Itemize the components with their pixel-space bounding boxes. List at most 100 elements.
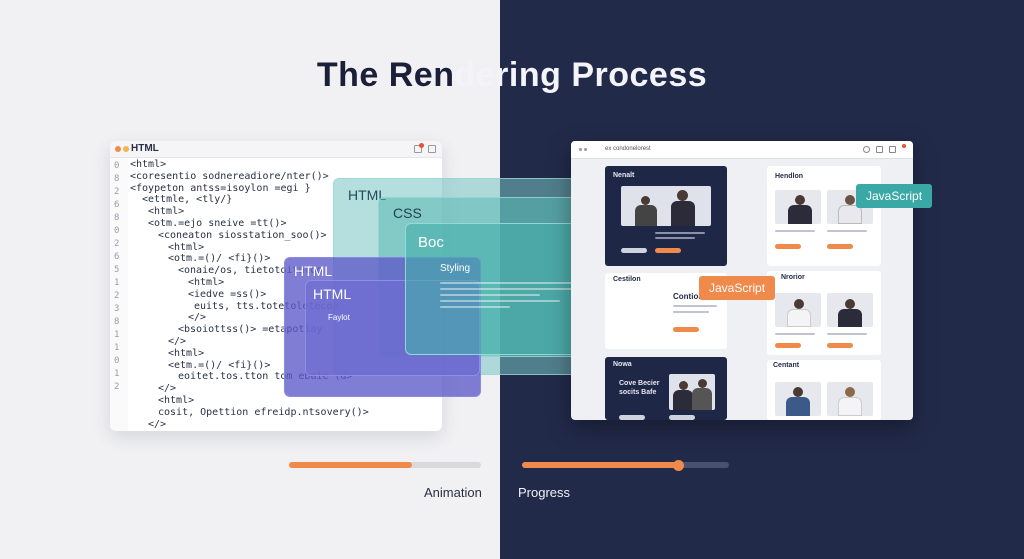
code-line: <foypeton antss=isoylon =egi } [130, 182, 311, 194]
card-button[interactable] [827, 244, 853, 249]
content-card[interactable]: Centant [767, 360, 881, 420]
style-line [440, 294, 540, 296]
code-line: </> [158, 383, 177, 395]
photo-thumbnail [621, 186, 711, 226]
css-layer-label: CSS [393, 205, 422, 221]
animation-progress-fill [289, 462, 412, 468]
style-line [440, 282, 590, 284]
line-number: 1 [114, 369, 120, 379]
menu-icon[interactable] [584, 148, 587, 151]
progress-slider-handle[interactable] [673, 460, 685, 471]
line-number: 6 [114, 252, 120, 262]
code-line: <html> [168, 241, 205, 253]
line-number: 8 [114, 317, 120, 327]
text-line [673, 305, 717, 307]
editor-titlebar: HTML [110, 141, 442, 158]
code-line: <html> [158, 395, 195, 406]
line-number: 2 [114, 239, 120, 249]
code-line: <html> [130, 159, 167, 170]
card-title: Centant [773, 362, 800, 369]
card-button[interactable] [619, 415, 645, 420]
browser-url[interactable]: ex condonelorest [605, 146, 651, 152]
line-number: 2 [114, 291, 120, 301]
content-card[interactable]: Nowa Cove Becier socits Bafe [605, 357, 727, 420]
card-headline: Cove Becier socits Bafe [619, 380, 660, 396]
card-button[interactable] [673, 327, 699, 332]
javascript-callout-middle: JavaScript [699, 276, 776, 300]
progress-slider-track[interactable] [522, 462, 729, 468]
menu-icon[interactable] [579, 148, 582, 151]
card-subtitle: Contion [673, 292, 704, 301]
code-line: <coresentio sodnereadiore/nter()> [130, 170, 329, 182]
title-left-part: The Ren [316, 56, 455, 94]
text-line [775, 230, 815, 232]
card-button[interactable] [621, 248, 647, 253]
code-line: <coneaton siosstation_soo()> [158, 229, 327, 241]
line-number: 3 [114, 304, 120, 314]
layout-caption: Faylot [328, 313, 350, 322]
line-number: 5 [114, 265, 120, 275]
line-number: 8 [114, 213, 120, 223]
javascript-callout-top: JavaScript [856, 184, 933, 208]
card-button[interactable] [669, 415, 695, 420]
line-number: 8 [114, 174, 120, 184]
card-title: Nenalt [613, 172, 635, 179]
code-line: <html> [168, 347, 205, 359]
line-number: 1 [114, 343, 120, 353]
line-number: 0 [114, 356, 120, 366]
code-line: <otm.=()/ <fi}()> [168, 253, 271, 265]
code-line: <html> [148, 206, 185, 218]
html-structure-label: HTML [294, 263, 333, 279]
title-right-part: dering Process [454, 56, 708, 94]
home-icon[interactable] [876, 146, 883, 153]
box-layer-label: Boc [418, 234, 444, 251]
photo-thumbnail [827, 293, 873, 327]
window-copy-icon[interactable] [414, 145, 422, 153]
page-title: The Rendering Process [0, 56, 1024, 95]
content-card[interactable]: Nrorior [767, 271, 881, 355]
line-number: 0 [114, 161, 120, 171]
content-card[interactable]: Nenalt [605, 166, 727, 266]
refresh-icon[interactable] [863, 146, 870, 153]
dot-icon [115, 146, 121, 152]
code-line: <iedve =ss()> [188, 288, 267, 300]
line-number: 2 [114, 382, 120, 392]
text-line [655, 237, 695, 239]
card-button[interactable] [827, 343, 853, 348]
code-line: <ettmle, <tly/} [142, 194, 233, 206]
content-card[interactable]: Hendlon [767, 166, 881, 266]
style-line [440, 300, 560, 302]
text-line [827, 333, 867, 335]
notification-dot-icon [902, 144, 906, 148]
code-line: cosit, Opettion efreidp.ntsovery()> [158, 406, 369, 418]
text-line [827, 230, 867, 232]
editor-tab[interactable]: HTML [131, 143, 159, 154]
code-line: </> [148, 418, 167, 430]
animation-progress-track [289, 462, 481, 468]
line-number: 2 [114, 187, 120, 197]
text-line [775, 333, 815, 335]
window-close-icon[interactable] [428, 145, 436, 153]
progress-label: Progress [518, 485, 571, 500]
notification-dot-icon [419, 143, 424, 148]
card-title: Hendlon [775, 173, 803, 180]
card-title: Cestilon [613, 276, 641, 283]
photo-thumbnail [775, 293, 821, 327]
html-inner-label: HTML [313, 286, 352, 302]
code-line: <html> [188, 277, 225, 288]
card-title: Nowa [613, 361, 632, 368]
card-button[interactable] [655, 248, 681, 253]
photo-thumbnail [775, 190, 821, 224]
browser-toolbar: ex condonelorest [571, 141, 913, 159]
line-number: 1 [114, 330, 120, 340]
text-line [655, 232, 705, 234]
html-layer-label: HTML [348, 187, 387, 203]
dot-icon [123, 146, 129, 152]
code-line: </> [168, 336, 187, 347]
card-button[interactable] [775, 244, 801, 249]
lock-icon[interactable] [889, 146, 896, 153]
card-button[interactable] [775, 343, 801, 348]
photo-thumbnail [775, 382, 821, 416]
code-line: <etm.=()/ <fi}()> [168, 359, 271, 371]
